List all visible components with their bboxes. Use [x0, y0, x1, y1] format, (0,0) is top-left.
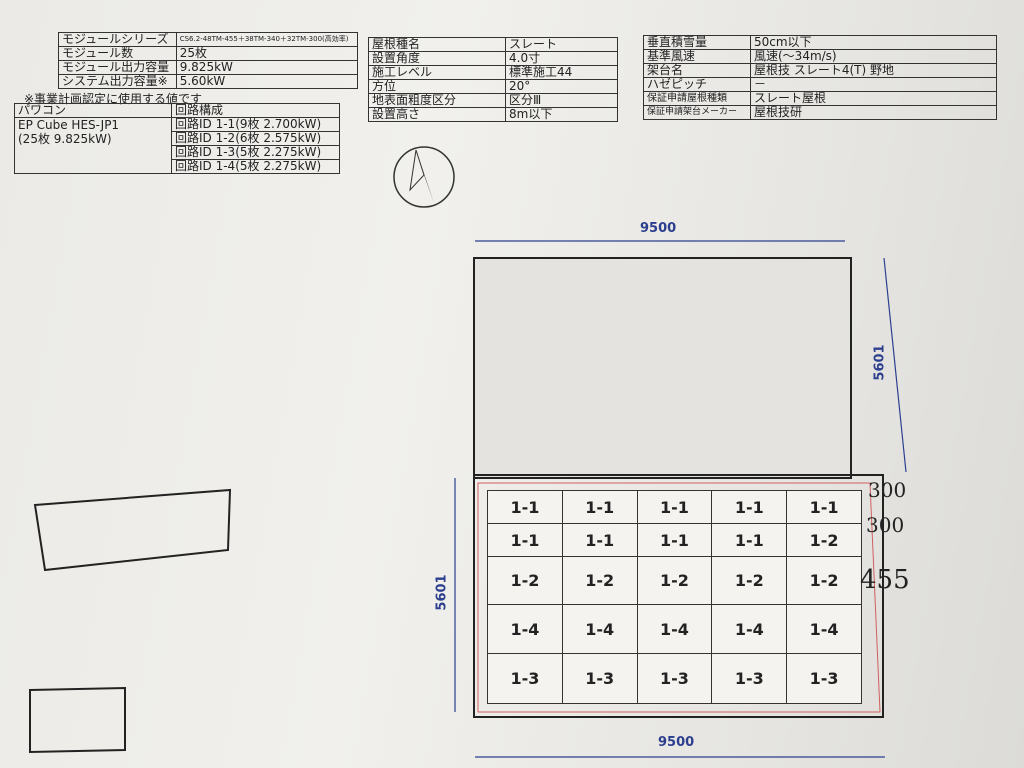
- note: ※事業計画認定に使用する値です: [24, 92, 203, 106]
- module: 1-2: [711, 556, 788, 605]
- circuit: 回路ID 1-3(5枚 2.275kW): [171, 145, 340, 160]
- module: 1-2: [487, 556, 563, 605]
- label: 施工レベル: [368, 65, 506, 80]
- module: 1-1: [711, 523, 788, 557]
- value: 9.825kW: [175, 60, 359, 75]
- pcs-table: パワコン回路構成 EP Cube HES-JP1(25枚 9.825kW)回路I…: [14, 103, 340, 174]
- module: 1-1: [636, 523, 713, 557]
- handwritten-note: 300: [866, 513, 905, 537]
- module: 1-1: [561, 523, 638, 557]
- circuit: 回路ID 1-1(9枚 2.700kW): [171, 117, 340, 132]
- module: 1-1: [636, 490, 713, 524]
- compass-icon: [393, 146, 455, 208]
- dim-lower-height: 5601: [434, 574, 450, 611]
- value: 8m以下: [505, 107, 618, 122]
- module: 1-3: [711, 653, 788, 704]
- circuit: 回路ID 1-4(5枚 2.275kW): [171, 159, 340, 174]
- upper-roof: [473, 257, 852, 479]
- module: 1-3: [561, 653, 638, 704]
- module: 1-4: [711, 604, 788, 654]
- module: 1-4: [487, 604, 563, 654]
- module: 1-2: [786, 523, 862, 557]
- module: 1-2: [786, 556, 862, 605]
- module: 1-4: [636, 604, 713, 654]
- dim-top-width: 9500: [640, 221, 677, 236]
- pcs-header: パワコン: [14, 103, 172, 118]
- handwritten-note: 300: [868, 478, 907, 502]
- module: 1-3: [487, 653, 563, 704]
- module: 1-1: [487, 523, 563, 557]
- dim-bottom-width: 9500: [658, 735, 695, 750]
- label: ハゼピッチ: [643, 77, 751, 92]
- module: 1-2: [636, 556, 713, 605]
- label: システム出力容量※: [58, 74, 177, 89]
- handwritten-note: 455: [860, 565, 910, 595]
- module: 1-2: [561, 556, 638, 605]
- value: 5.60kW: [175, 74, 359, 89]
- module: 1-1: [711, 490, 788, 524]
- module: 1-4: [561, 604, 638, 654]
- module: 1-4: [786, 604, 862, 654]
- pcs-capacity: (25枚 9.825kW): [18, 132, 112, 146]
- module: 1-3: [636, 653, 713, 704]
- label: モジュールシリーズ: [58, 32, 177, 47]
- value: 屋根技研: [750, 105, 997, 120]
- lower-roof: [473, 474, 884, 718]
- dim-upper-height: 5601: [872, 344, 888, 381]
- value: 20°: [505, 79, 618, 94]
- label: 方位: [368, 79, 506, 94]
- module: 1-1: [786, 490, 862, 524]
- pcs-model: EP Cube HES-JP1: [18, 118, 120, 132]
- module: 1-1: [487, 490, 563, 524]
- module: 1-3: [786, 653, 862, 704]
- module: 1-1: [561, 490, 638, 524]
